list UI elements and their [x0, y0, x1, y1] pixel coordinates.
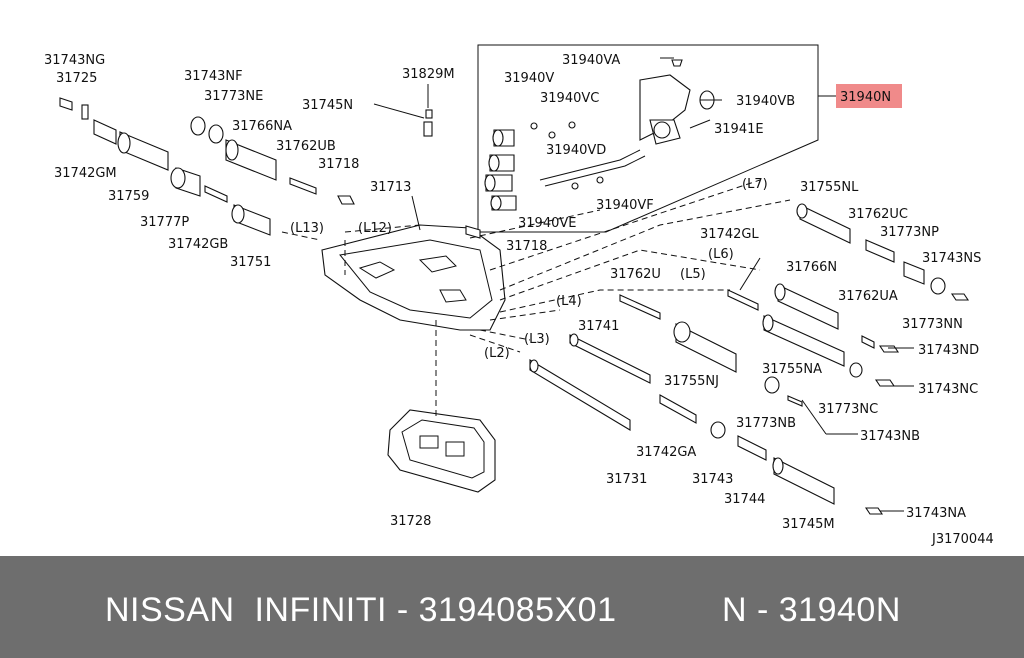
- part-label: 31766NA: [232, 119, 292, 134]
- part-label: (L4): [556, 294, 582, 309]
- part-label: 31728: [390, 514, 431, 529]
- part-label: (L5): [680, 267, 706, 282]
- part-label: 31743NS: [922, 251, 981, 266]
- part-label: (L2): [484, 346, 510, 361]
- part-label: 31743NF: [184, 69, 243, 84]
- solenoid-assembly: [484, 59, 715, 211]
- part-label: 31743NG: [44, 53, 105, 68]
- part-label: 31829M: [402, 67, 455, 82]
- part-label: 31755NL: [800, 180, 859, 195]
- part-label: 31755NJ: [664, 374, 719, 389]
- part-label: 31743NC: [918, 382, 978, 397]
- highlight-box: [836, 84, 902, 108]
- part-label: 31762UB: [276, 139, 336, 154]
- part-label: 31751: [230, 255, 271, 270]
- inset-frame: [477, 44, 819, 233]
- part-label: 31762U: [610, 267, 661, 282]
- part-label: (L12): [358, 221, 392, 236]
- part-label: 31742GL: [700, 227, 759, 242]
- separator-plate: [387, 409, 496, 493]
- part-label: 31743NB: [860, 429, 920, 444]
- highlighted-part-label: 31940N: [840, 90, 891, 105]
- valve-stack-center: [190, 116, 317, 195]
- part-label: 31725: [56, 71, 97, 86]
- label-leaders: [373, 57, 914, 512]
- part-label: 31718: [318, 157, 359, 172]
- part-label: 31713: [370, 180, 411, 195]
- part-label: 31940VF: [596, 198, 654, 213]
- part-label: (L13): [290, 221, 324, 236]
- part-label: 31743NA: [906, 506, 966, 521]
- part-label: 31940VE: [518, 216, 576, 231]
- brand-part-number: NISSAN INFINITI - 3194085X01: [105, 591, 617, 629]
- part-label: 31742GB: [168, 237, 228, 252]
- part-number-footer: NISSAN INFINITI - 3194085X01 N - 31940N: [0, 556, 1024, 658]
- part-label: 31941E: [714, 122, 764, 137]
- part-label: 31718: [506, 239, 547, 254]
- part-label: 31745M: [782, 517, 835, 532]
- part-label: 31741: [578, 319, 619, 334]
- part-label: 31742GA: [636, 445, 696, 460]
- part-label: 31731: [606, 472, 647, 487]
- part-label: 31940V: [504, 71, 554, 86]
- drawing-code: J3170044: [931, 532, 994, 547]
- valve-stack-left: [59, 97, 271, 236]
- part-label: 31745N: [302, 98, 353, 113]
- part-label: 31940VC: [540, 91, 599, 106]
- part-label: 31743ND: [918, 343, 979, 358]
- parts-diagram: 31743NG 31725 31743NF 31773NE 31766NA 31…: [44, 44, 994, 547]
- pin-parts: [337, 109, 433, 205]
- dashed-leaders: [281, 179, 791, 353]
- part-label: 31773NN: [902, 317, 963, 332]
- part-label: 31773NP: [880, 225, 939, 240]
- diagram-reference: N - 31940N: [722, 591, 901, 629]
- part-labels: 31743NG 31725 31743NF 31773NE 31766NA 31…: [44, 53, 994, 547]
- part-label: 31742GM: [54, 166, 117, 181]
- part-label: (L7): [742, 177, 768, 192]
- valves-right: [529, 203, 970, 515]
- part-label: 31762UC: [848, 207, 908, 222]
- part-label: 31940VA: [562, 53, 620, 68]
- part-label: 31940VD: [546, 143, 606, 158]
- part-label: 31744: [724, 492, 765, 507]
- part-label: (L3): [524, 332, 550, 347]
- part-label: 31940VB: [736, 94, 795, 109]
- part-label: 31773NC: [818, 402, 878, 417]
- part-label: 31755NA: [762, 362, 822, 377]
- part-label: (L6): [708, 247, 734, 262]
- part-label: 31773NB: [736, 416, 796, 431]
- part-label: 31766N: [786, 260, 837, 275]
- part-label: 31773NE: [204, 89, 263, 104]
- part-label: 31743: [692, 472, 733, 487]
- part-label: 31759: [108, 189, 149, 204]
- part-label: 31777P: [140, 215, 189, 230]
- part-label: 31762UA: [838, 289, 898, 304]
- valve-body: [321, 224, 506, 331]
